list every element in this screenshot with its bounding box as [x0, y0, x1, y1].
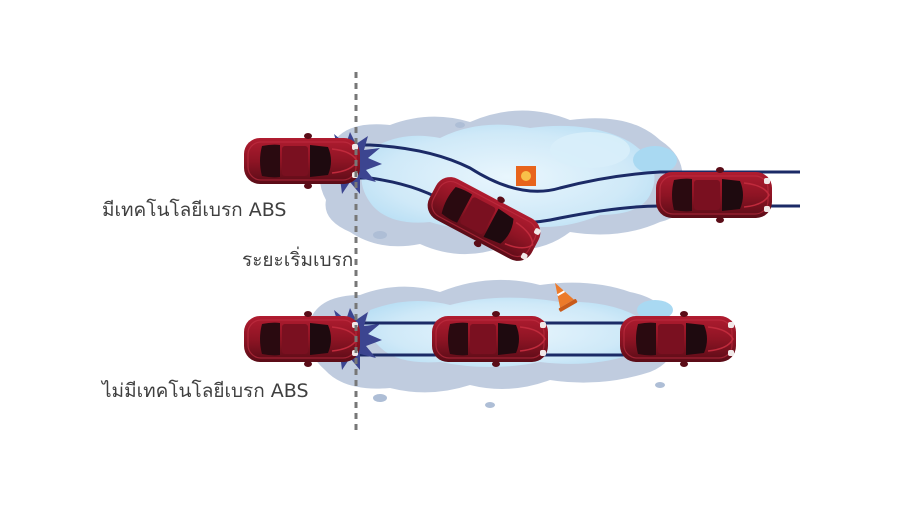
without-abs-label: ไม่มีเทคโนโลยีเบรก ABS — [102, 380, 309, 402]
brake-start-label: ระยะเริ่มเบรก — [242, 249, 354, 271]
car-bottom-start — [243, 310, 361, 368]
mist-top — [319, 110, 683, 255]
car-top-end — [655, 166, 773, 224]
traffic-cone-icon — [555, 282, 578, 312]
car-top-start — [243, 132, 361, 190]
square-obstacle-icon — [516, 166, 536, 186]
car-bottom-middle — [431, 310, 549, 368]
with-abs-label: มีเทคโนโลยีเบรก ABS — [102, 199, 287, 221]
car-bottom-end — [619, 310, 737, 368]
